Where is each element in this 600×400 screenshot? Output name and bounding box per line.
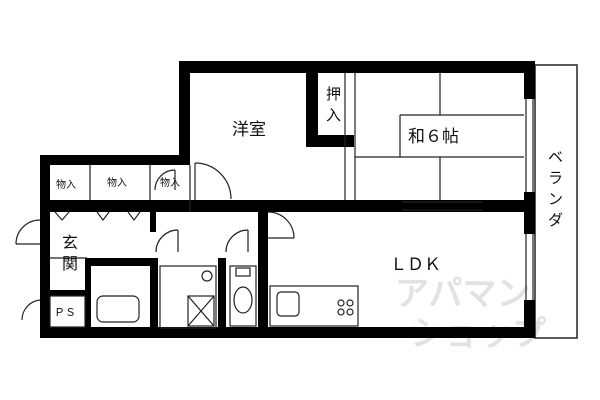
label-storage-3: 物入	[160, 176, 180, 189]
interior-lines	[15, 73, 534, 329]
label-storage-2: 物入	[107, 176, 127, 189]
label-oshiire-2: 入	[326, 106, 341, 124]
label-pipe-space: ＰＳ	[54, 306, 76, 319]
watermark-line1: アパマン	[395, 274, 530, 314]
label-veranda-3: ン	[548, 190, 563, 208]
walls	[40, 61, 535, 338]
label-veranda-4: ダ	[548, 211, 563, 229]
label-ldk: ＬＤＫ	[390, 255, 441, 275]
label-japanese-room: 和６帖	[408, 127, 459, 147]
label-oshiire-1: 押	[326, 85, 341, 103]
label-veranda-1: ベ	[548, 148, 563, 166]
watermark: アパマン ショップ	[395, 274, 546, 354]
label-entrance-2: 関	[62, 254, 78, 273]
label-entrance-1: 玄	[62, 233, 78, 252]
label-western-room: 洋室	[232, 120, 266, 140]
label-storage-1: 物入	[56, 178, 76, 191]
label-veranda-2: ラ	[548, 169, 563, 187]
